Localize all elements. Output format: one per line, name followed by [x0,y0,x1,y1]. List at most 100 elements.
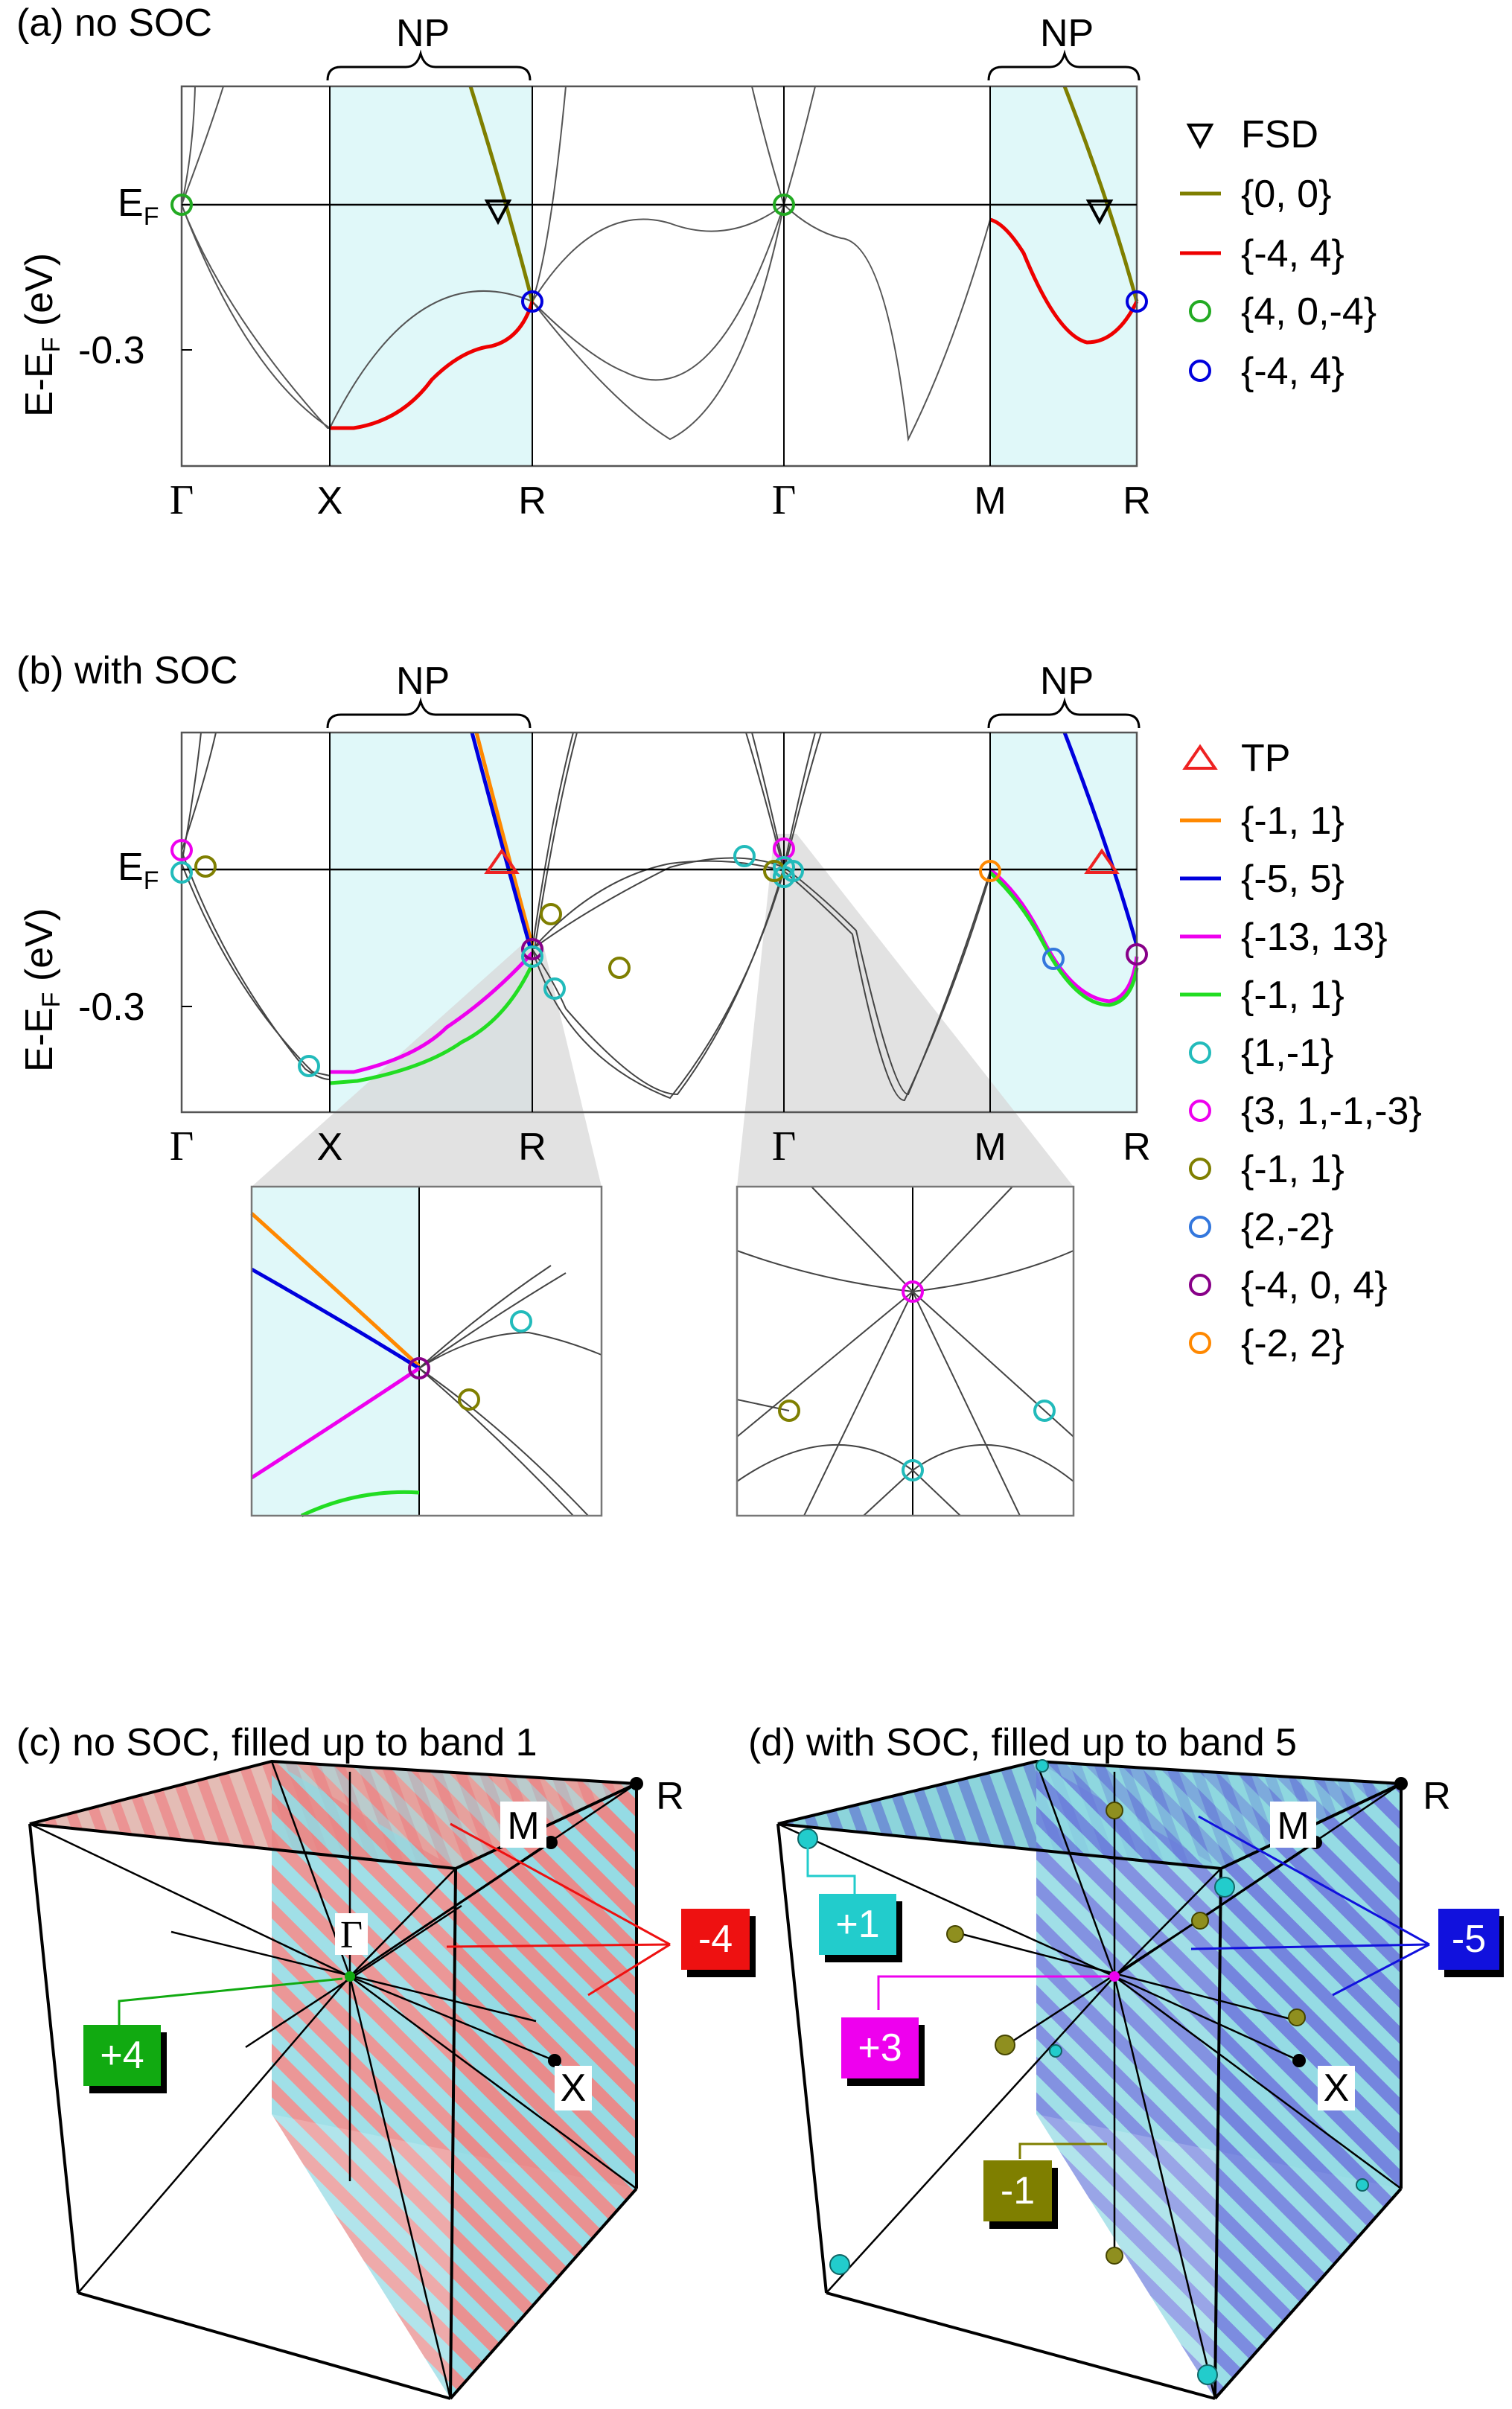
point-c-x [548,2054,561,2067]
label-d-r: R [1423,1775,1451,1818]
panel-c-title: (c) no SOC, filled up to band 1 [16,1721,538,1764]
badge-d-minus5 [1438,1909,1499,1970]
kpoint-b-2: R [518,1126,546,1169]
badge-d-plus3-label: +3 [858,2026,902,2070]
marker-blue-r1 [521,290,543,313]
panel-a: (a) no SOC NP NP [16,1,1377,523]
cube-d-edges [776,1759,1403,2400]
panel-c: (c) no SOC, filled up to band 1 [16,1721,756,2400]
legend-a-1: {0, 0} [1241,173,1331,216]
legend-b-5: {1,-1} [1241,1032,1333,1075]
marker-green-g2 [773,194,795,216]
kpoint-b-4: M [974,1126,1006,1169]
band-00-mr [1062,86,1139,302]
cube-c-center-plane [272,1761,456,2399]
legend-b-8: {2,-2} [1241,1206,1333,1249]
legend-b-3: {-13, 13} [1241,916,1388,959]
cube-d-diagonals [777,1761,1402,2399]
np-bracket-right-b [987,697,1141,729]
label-c-x: X [561,2067,587,2110]
legend-a-0: FSD [1241,113,1318,156]
band-b-green-mr [989,871,1139,1007]
legend-b: TP {-1, 1} {-5, 5} {-13, 13} {-1, 1} {1,… [1180,737,1422,1365]
np-label-left-b: NP [396,660,450,703]
kpoint-a-1: X [317,479,343,523]
ef-label-a: EF [118,182,159,231]
badge-d-minus5-label: -5 [1452,1918,1486,1961]
ylabel-b: E-EF (eV) [18,908,66,1072]
np-region-xr [330,86,532,466]
panel-d: (d) with SOC, filled up to band 5 [748,1721,1504,2400]
badge-d-minus1 [983,2160,1052,2221]
legend-b-1: {-1, 1} [1241,800,1344,843]
bands-b [181,732,991,1102]
point-c-g [345,1971,355,1982]
markers-b [170,837,1148,1077]
band-b-magenta [330,951,534,1074]
point-d-r [1394,1777,1408,1790]
zoom-inset-g [736,1185,1075,1517]
kpoint-b-3: Γ [772,1123,796,1170]
kpoint-a-0: Γ [170,477,194,523]
ytick-label-a: -0.3 [78,329,145,372]
legend-b-7: {-1, 1} [1241,1148,1344,1191]
np-label-right-b: NP [1040,660,1094,703]
marker-tp-2 [1084,848,1120,874]
ef-label-b: EF [118,846,159,895]
leader-c-plus4 [118,1977,343,2025]
leader-d-plus3 [877,1975,1109,2010]
marker-green-g1 [170,194,193,216]
legend-b-10: {-2, 2} [1241,1322,1344,1365]
band-b-green [329,963,535,1085]
legend-a-4-icon [1189,360,1211,382]
marker-fsd-2 [1085,200,1114,226]
legend-b-2: {-5, 5} [1241,858,1344,901]
spheres-d-cyan [797,1759,1369,2385]
legend-a: FSD {0, 0} {-4, 4} {4, 0,-4} {-4, 4} [1180,113,1377,393]
bands-a [181,86,991,442]
point-d-center [1109,1971,1120,1982]
kpoint-b-1: X [317,1126,343,1169]
legend-b-6: {3, 1,-1,-3} [1241,1090,1422,1133]
np-bracket-right [987,49,1141,81]
band-b-blue [470,732,532,948]
legend-b-9: {-4, 0, 4} [1241,1264,1388,1307]
leader-c-minus4 [446,1822,671,1997]
badge-c-plus4 [83,2025,161,2086]
legend-b-4: {-1, 1} [1241,974,1344,1017]
marker-blue-r2 [1126,290,1148,313]
label-c-r: R [656,1775,684,1818]
np-label-left: NP [396,12,450,55]
kpoint-b-5: R [1123,1126,1151,1169]
point-d-x [1292,2054,1306,2067]
legend-a-4: {-4, 4} [1241,350,1344,393]
band-b-orange [474,732,535,946]
ytick-label-b: -0.3 [78,986,145,1029]
badge-c-plus4-label: +4 [100,2034,144,2077]
plot-frame-a [180,85,1138,468]
marker-tp-1 [484,848,520,874]
badge-d-minus1-label: -1 [1001,2169,1035,2212]
zoom-wedge-r [252,945,602,1187]
leader-d-minus5 [1190,1815,1430,1997]
badge-d-plus3 [841,2017,919,2078]
label-d-m: M [1277,1805,1309,1848]
panel-a-title: (a) no SOC [16,1,212,45]
leader-d-plus1 [806,1846,856,1895]
badge-d-plus1-label: +1 [835,1903,879,1946]
legend-b-tp-icon [1182,744,1218,770]
kpoint-a-2: R [518,479,546,523]
band-44-xr [330,301,535,430]
band-b-blue-mr [1062,732,1139,946]
badge-c-minus4 [681,1909,750,1970]
ylabel-a: E-EF (eV) [18,253,66,417]
np-region-mr-b [990,733,1137,1112]
plot-frame-b [180,731,1138,1114]
label-c-m: M [507,1805,539,1848]
panel-d-title: (d) with SOC, filled up to band 5 [748,1721,1297,1764]
spheres-d-olive [946,1802,1306,2265]
cube-d-right-face [1215,1784,1401,2399]
kpoint-a-4: M [974,479,1006,523]
point-c-r [630,1777,643,1790]
